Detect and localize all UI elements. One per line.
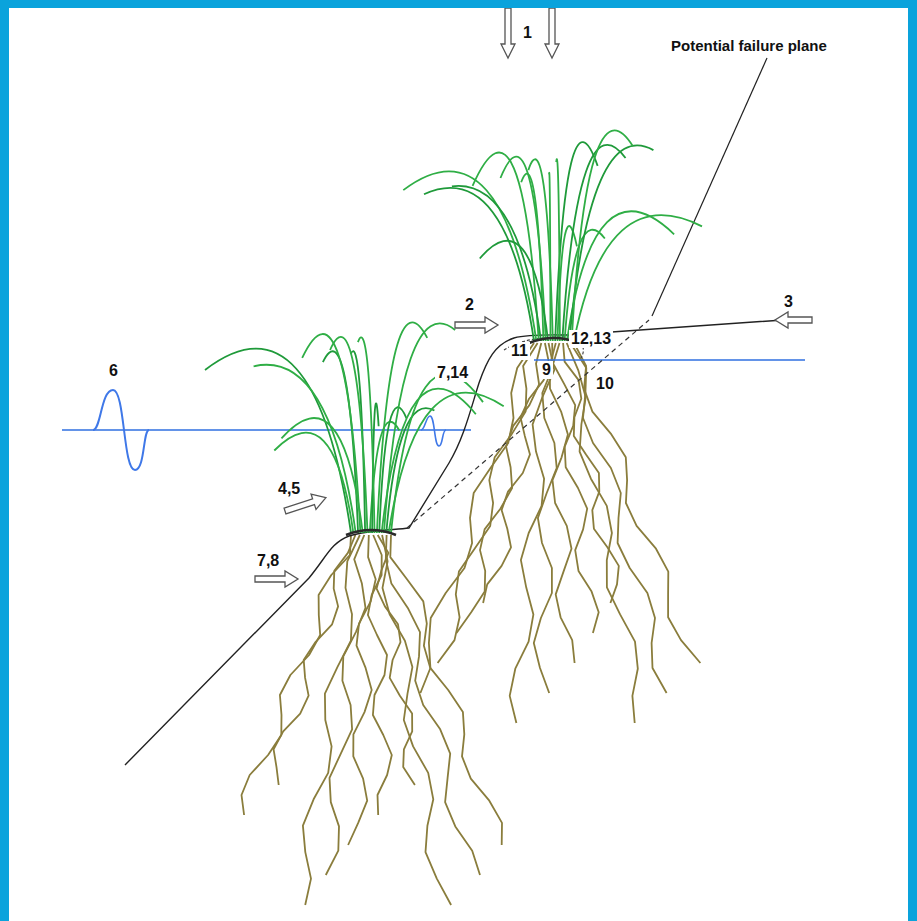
root [438, 343, 538, 663]
root [382, 535, 451, 905]
tuft-base [346, 530, 396, 535]
grass-blade [391, 374, 483, 533]
callout-number: 9 [540, 361, 553, 379]
grass-blade [403, 171, 536, 341]
callout-number: 1 [521, 24, 534, 42]
root [550, 343, 575, 663]
grass-blade [281, 418, 362, 533]
callout-number: 11 [509, 342, 530, 360]
roots [242, 343, 701, 905]
callout-label: Potential failure plane [669, 38, 829, 55]
wave [421, 416, 446, 446]
grass-blade [205, 349, 351, 533]
root [553, 343, 599, 633]
callout-number: 10 [594, 375, 616, 393]
root [377, 535, 415, 785]
callout-number: 6 [107, 362, 120, 380]
diagram-frame: 1 2 3 Potential failure plane 12,13 11 7,14 9 10… [9, 8, 908, 921]
riverbank-illustration [9, 8, 908, 921]
grass-blade [473, 152, 539, 341]
root [390, 535, 502, 845]
grass-blades [205, 130, 702, 535]
grass-blade [274, 433, 353, 533]
grass-blade [382, 389, 476, 533]
root [386, 535, 480, 875]
callout-number: 7,8 [255, 552, 281, 570]
grass-blade [254, 365, 356, 533]
force-arrows [255, 8, 812, 587]
root [563, 343, 619, 603]
grass-blade [574, 215, 702, 341]
callout-number: 12,13 [569, 330, 613, 348]
callout-number: 7,14 [435, 364, 470, 382]
grass-blade [389, 393, 504, 533]
root [510, 343, 555, 723]
grass-blade [330, 337, 367, 533]
leader-line [652, 58, 767, 316]
grass-blade [424, 188, 534, 341]
grass-blade [358, 337, 375, 533]
grass-blade [567, 211, 674, 341]
water-line [534, 359, 805, 361]
grass-blade [556, 159, 560, 341]
root [483, 343, 549, 603]
root [570, 343, 666, 693]
root [574, 343, 700, 663]
grass-blade [528, 159, 552, 341]
bank-profile [125, 318, 811, 765]
grass-blade [452, 186, 541, 341]
wave [93, 390, 149, 470]
root [567, 343, 638, 723]
failure-plane [407, 320, 649, 528]
callout-number: 2 [463, 296, 476, 314]
root [326, 535, 366, 875]
root [348, 535, 376, 845]
callout-number: 4,5 [276, 480, 302, 498]
callout-number: 3 [782, 293, 795, 311]
